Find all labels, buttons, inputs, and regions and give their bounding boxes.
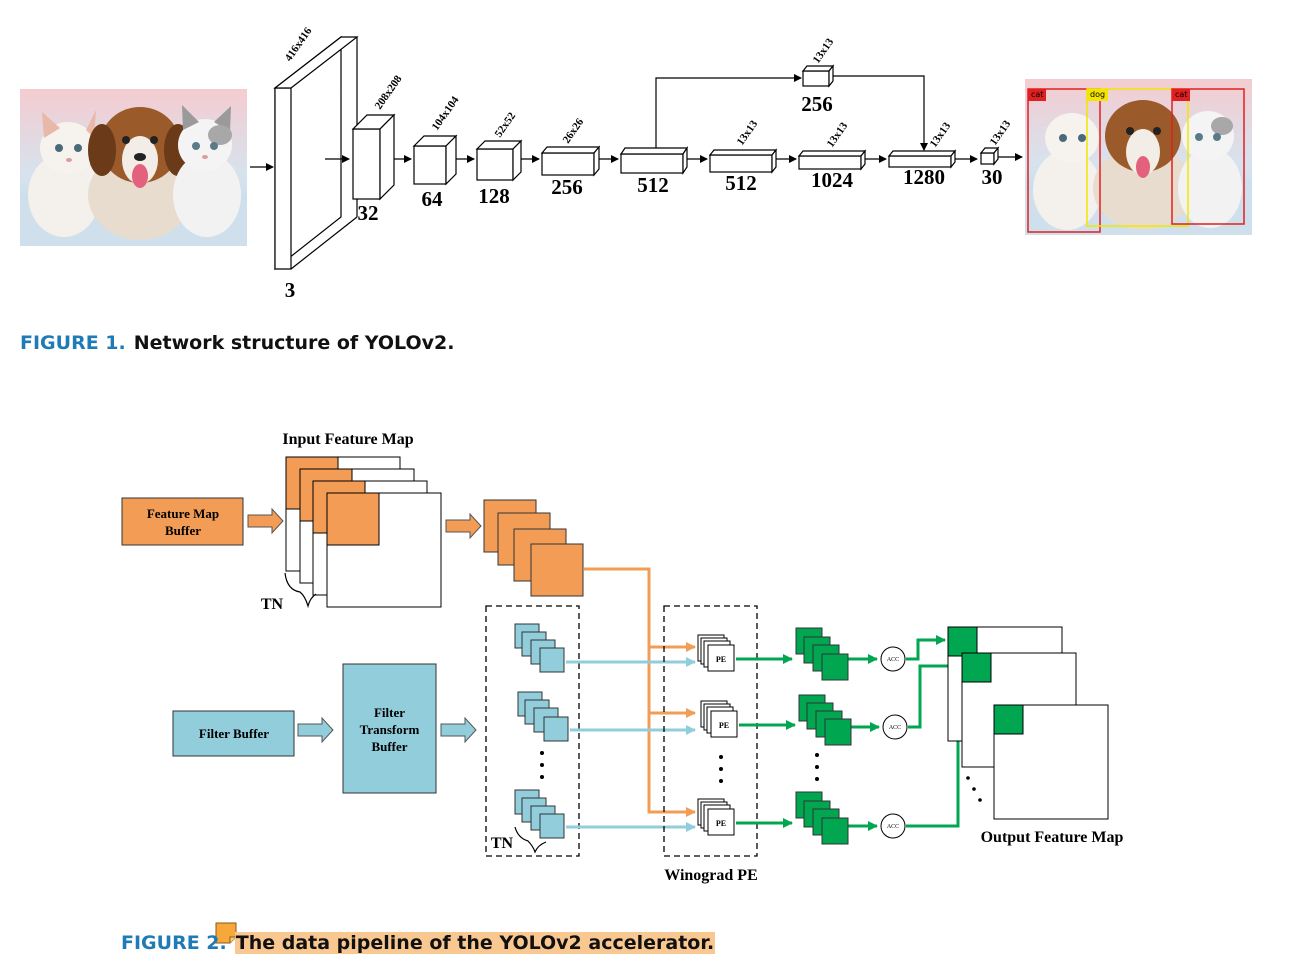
winograd-pe-label: Winograd PE [664,867,758,884]
winograd-pe-frame [663,605,758,857]
acc-label-1: ACC [887,657,899,663]
input-photo [20,89,247,246]
layer-512-a [619,146,689,175]
output-feature-map-label: Output Feature Map [981,829,1124,846]
skip-branch-block [801,64,835,88]
filter-tiles-frame [485,605,580,857]
feature-tiles [483,499,584,597]
layer-416 [273,35,359,271]
note-icon [215,922,237,944]
channel-label-8: 1024 [811,168,854,192]
channel-label-4: 128 [478,184,510,208]
layer-1280 [887,149,957,169]
feature-map-buffer [121,497,244,546]
pe-label-2: PE [719,721,729,730]
filter-buffer-label: Filter Buffer [199,726,269,741]
figure1-caption: FIGURE 1. Network structure of YOLOv2. [20,332,454,354]
channel-label-9: 1280 [903,165,945,189]
layer-52 [475,139,523,182]
channel-label-1: 3 [285,278,296,302]
filter-tiles [514,623,569,839]
detection-tag-cat-1: cat [1028,89,1047,101]
filter-block-arrow-1 [297,716,334,744]
feature-block-arrow-2 [445,512,482,540]
input-feature-map-stack [285,456,442,608]
layer-104 [412,134,458,186]
layer-26 [540,145,601,177]
detection-tag-dog: dog [1087,89,1109,101]
tn-filter-brace [514,826,547,854]
pe-label-3: PE [716,819,726,828]
figure1-label: FIGURE 1. [20,332,126,354]
filter-block-arrow-2 [440,716,477,744]
output-stack-dots [966,776,982,802]
feature-block-arrow-1 [247,507,284,535]
channel-label-3: 64 [422,187,444,211]
output-tiles [795,627,852,845]
feature-map-buffer-text: Feature Map [147,506,219,521]
filter-dots [540,751,544,779]
output-photo [1025,79,1252,235]
output-feature-map-stack [947,626,1109,820]
channel-label-2: 32 [358,201,379,225]
figure2-label: FIGURE 2. [121,932,227,954]
input-feature-map-label: Input Feature Map [282,431,413,448]
feature-routing [584,567,696,817]
layer-512-b [708,148,778,174]
channel-label-skip: 256 [801,92,833,116]
layer-1024 [797,149,867,171]
channel-label-10: 30 [982,165,1003,189]
filter-transform-buffer [342,663,437,794]
channel-label-5: 256 [551,175,583,199]
acc-label-2: ACC [889,725,901,731]
channel-label-7: 512 [725,171,757,195]
tn-input-brace [284,572,317,609]
channel-label-6: 512 [637,173,669,197]
tn-input-label: TN [261,596,284,613]
figure2-title: The data pipeline of the YOLOv2 accelera… [234,932,716,954]
pe-label-1: PE [716,655,726,664]
acc-label-3: ACC [887,824,899,830]
pe-units [697,634,738,836]
figure1-diagram: 416x416 208x208 104x104 52x52 26x26 13x1… [20,25,1252,302]
filter-routing [566,657,696,832]
filter-buffer [172,710,295,757]
tn-filter-label: TN [491,835,514,852]
pe-dots [719,755,723,783]
figure1-title: Network structure of YOLOv2. [133,332,455,354]
figure2-caption: FIGURE 2. The data pipeline of the YOLOv2… [121,932,716,954]
layer-30 [979,146,1000,166]
feature-map-buffer-text-line2: Buffer [165,523,201,538]
acc-units [880,646,908,839]
layer-208 [351,113,396,201]
filter-transform-buffer-label: Filter Transform Buffer [359,705,420,754]
output-dots [815,753,819,781]
detection-tag-cat-2: cat [1172,89,1191,101]
